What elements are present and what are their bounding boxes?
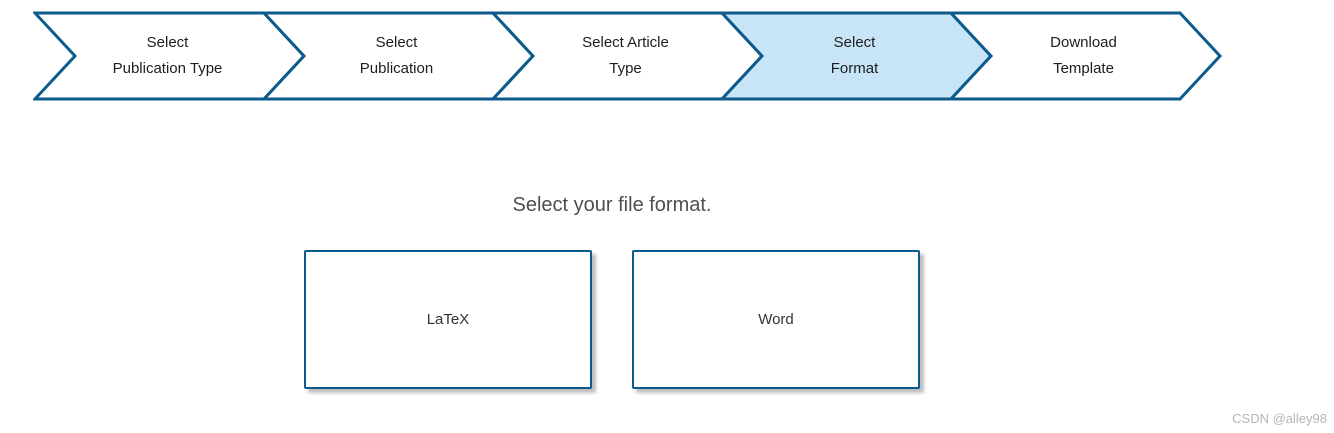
step-label-line: Publication xyxy=(359,60,434,77)
latex-format-button[interactable]: LaTeX xyxy=(304,250,592,389)
step-label-line: Type xyxy=(609,60,642,77)
step-chevron-download-template[interactable] xyxy=(947,11,1223,101)
stepper-chevrons xyxy=(33,11,1223,101)
watermark-text: CSDN @alley98 xyxy=(1232,411,1327,426)
step-label-line: Select xyxy=(146,34,189,51)
stepper-labels: Select Publication Type Select Publicati… xyxy=(33,11,1257,101)
step-label-select-publication: Select Publication xyxy=(262,11,531,101)
step-label-line: Template xyxy=(1053,60,1114,77)
latex-format-label: LaTeX xyxy=(426,311,470,328)
word-format-button[interactable]: Word xyxy=(632,250,920,389)
step-label-download-template: Download Template xyxy=(949,11,1218,101)
word-format-label: Word xyxy=(758,311,794,328)
step-label-select-format: Select Format xyxy=(720,11,989,101)
step-label-select-publication-type: Select Publication Type xyxy=(33,11,302,101)
step-label-line: Format xyxy=(830,60,879,77)
page-title: Select your file format. xyxy=(512,194,712,216)
format-options-row: LaTeX Word xyxy=(0,250,1224,389)
step-label-line: Select xyxy=(375,34,418,51)
step-label-line: Select Article xyxy=(582,34,669,51)
step-label-select-article-type: Select Article Type xyxy=(491,11,760,101)
step-label-line: Download xyxy=(1050,34,1117,51)
step-label-line: Select xyxy=(833,34,876,51)
step-label-line: Publication Type xyxy=(112,60,223,77)
wizard-stepper: Select Publication Type Select Publicati… xyxy=(33,11,1257,101)
